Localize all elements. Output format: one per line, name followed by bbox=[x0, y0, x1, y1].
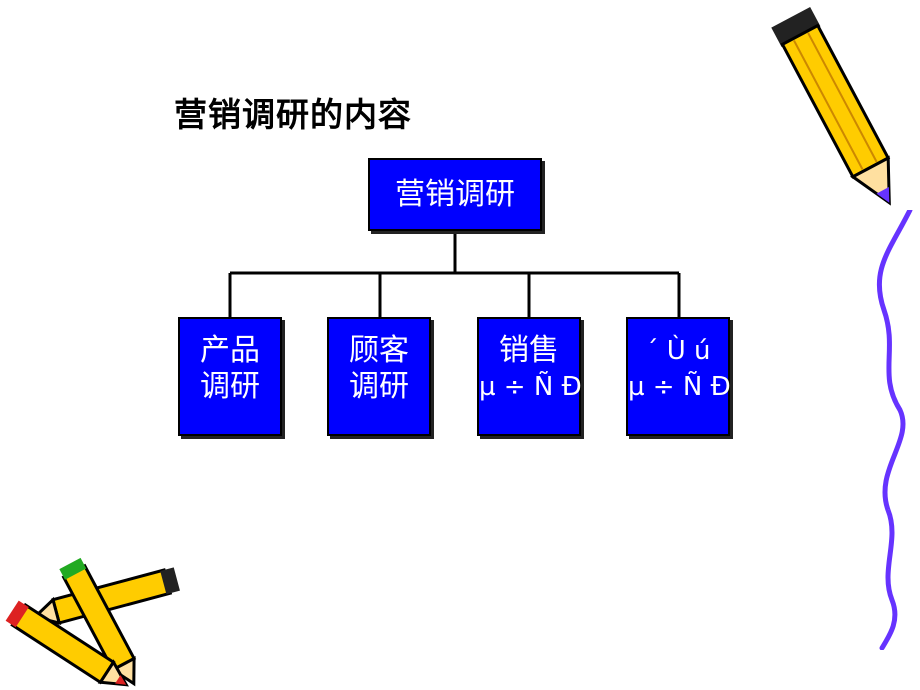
pencil-icon bbox=[771, 6, 891, 206]
child-label-line1: 销售 bbox=[499, 333, 559, 368]
crossed-pencils-icon bbox=[5, 557, 180, 687]
org-chart-child-box-product-research: 产品 调研 bbox=[178, 317, 282, 436]
org-chart-child-box-customer-research: 顾客 调研 bbox=[327, 317, 431, 436]
child-label-line2: µ ÷ Ñ Ð bbox=[628, 372, 731, 402]
child-label-line2: µ ÷ Ñ Ð bbox=[479, 372, 582, 402]
child-label-line1: 产品 bbox=[200, 333, 260, 368]
child-label-line1: ´ Ù ú bbox=[645, 336, 711, 366]
child-label-line2: 调研 bbox=[349, 369, 409, 404]
child-label-line1: 顾客 bbox=[349, 333, 409, 368]
org-chart-child-box-promotion-research: ´ Ù ú µ ÷ Ñ Ð bbox=[626, 317, 731, 436]
org-chart-child-box-sales-research: 销售 µ ÷ Ñ Ð bbox=[477, 317, 582, 436]
slide-title: 营销调研的内容 bbox=[174, 95, 412, 134]
org-chart-root-box: 营销调研 bbox=[368, 158, 542, 231]
child-label-line2: 调研 bbox=[200, 369, 260, 404]
wavy-line bbox=[876, 210, 913, 650]
